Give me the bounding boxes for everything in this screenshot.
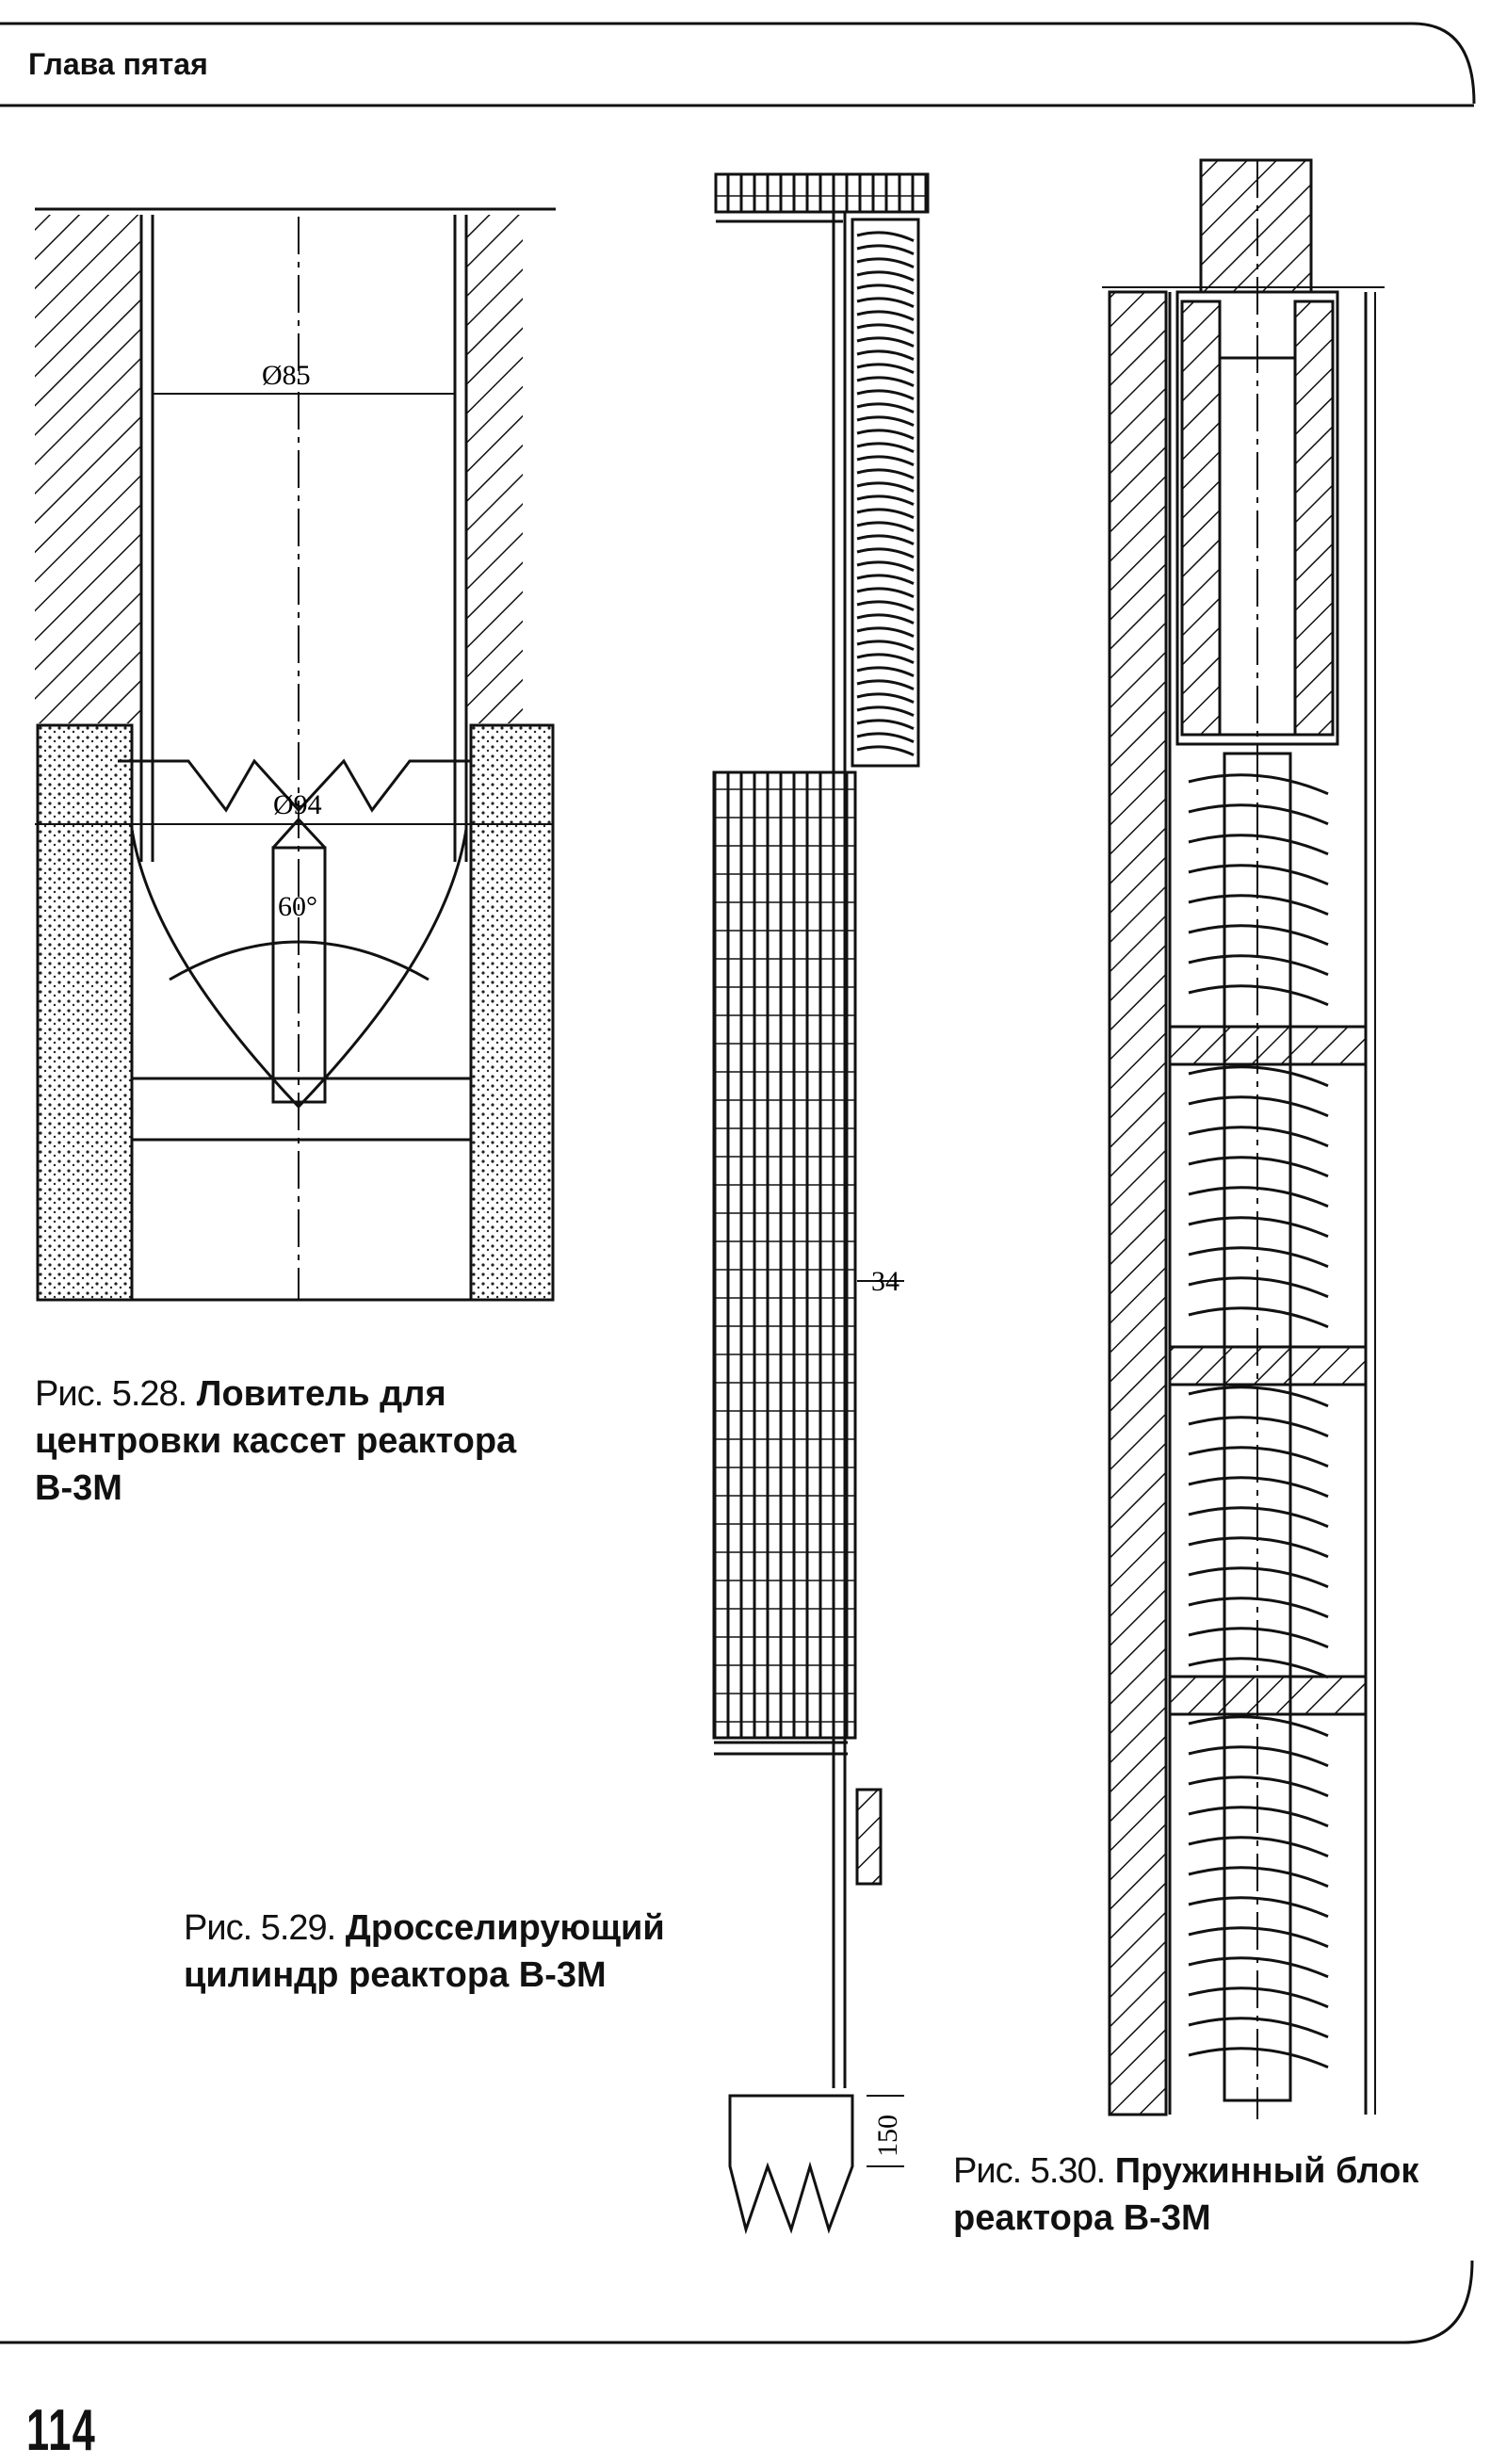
figure-5-28-drawing (35, 207, 556, 1302)
figure-title: Дросселирующий цилиндр реактора В-3М (184, 1908, 665, 1995)
figure-number: Рис. 5.30. (953, 2151, 1106, 2191)
figure-number: Рис. 5.28. (35, 1374, 187, 1414)
footer-frame (0, 2260, 1474, 2344)
header-frame (0, 22, 1476, 107)
figure-title: Ловитель для центровки кассет реактора В… (35, 1374, 517, 1508)
figure-caption-5-29: Рис. 5.29. Дросселирующий цилиндр реакто… (184, 1905, 786, 1999)
dimension-angle: 60° (278, 891, 317, 922)
dimension-o94: Ø94 (273, 789, 322, 820)
dimension-o85: Ø85 (262, 360, 311, 391)
figure-caption-5-30: Рис. 5.30. Пружинный блок реактора В-3М (953, 2148, 1499, 2242)
figure-5-29-drawing (712, 172, 930, 2235)
chapter-title: Глава пятая (28, 47, 208, 81)
dimension-150: 150 (872, 2115, 903, 2157)
figure-title: Пружинный блок реактора В-3М (953, 2151, 1419, 2238)
page-number: 114 (26, 2398, 97, 2463)
figure-caption-5-28: Рис. 5.28. Ловитель для центровки кассет… (35, 1370, 562, 1512)
figure-number: Рис. 5.29. (184, 1908, 336, 1948)
dimension-34: 34 (871, 1266, 899, 1297)
figure-5-30-drawing (1102, 158, 1385, 2119)
